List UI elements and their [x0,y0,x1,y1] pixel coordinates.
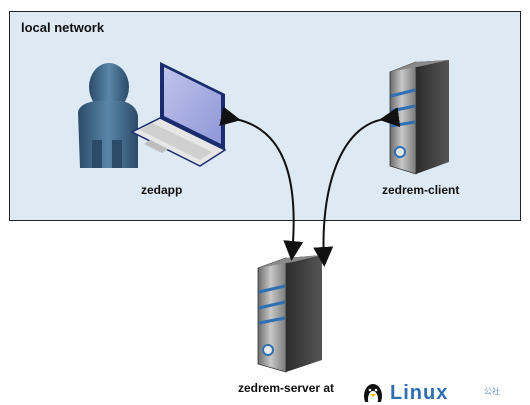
laptop-icon [130,62,227,167]
arrow-zedapp-server [219,106,304,261]
main-server-icon [257,255,322,373]
arrow-client-server [313,107,401,267]
zedrem-client-label: zedrem-client [382,183,460,197]
penguin-icon [364,384,382,402]
linux-logo-text: Linux [390,382,449,404]
zedrem-server-label: zedrem-server at [238,381,335,395]
person-icon [78,63,138,168]
local-network-label: local network [21,20,105,35]
zedapp-label: zedapp [141,183,183,197]
client-server-icon [389,60,449,175]
linux-logo-suffix: 公社 [484,387,500,396]
